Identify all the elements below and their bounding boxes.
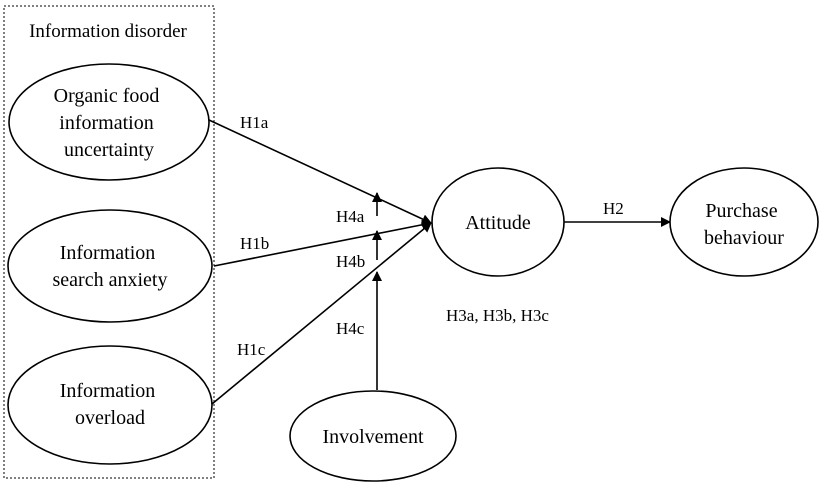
edge-label-h4c: H4c (336, 319, 365, 338)
edge-label-h1a: H1a (240, 113, 269, 132)
edge-label-h1b: H1b (240, 234, 269, 253)
svg-text:Purchase behaviour: Purchase behaviour (704, 200, 784, 249)
svg-text:Information overload: Information overload (60, 380, 161, 429)
edge-label-h4a: H4a (336, 207, 365, 226)
edge-h1b (213, 219, 432, 267)
svg-text:Involvement: Involvement (322, 426, 424, 448)
node-organic-food-information-uncertainty: Organic food information uncertainty (8, 63, 210, 181)
node-search-line-1: Information (60, 242, 156, 264)
edge-h1a (208, 119, 432, 224)
node-attitude-line-1: Attitude (465, 212, 531, 234)
node-overload-line-1: Information (60, 380, 156, 402)
edge-label-h1c: H1c (237, 340, 266, 359)
information-disorder-group (3, 5, 215, 479)
node-information-overload: Information overload (7, 345, 213, 465)
information-disorder-label: Information disorder (29, 21, 187, 42)
node-purchase-behaviour: Purchase behaviour (669, 167, 819, 277)
node-involvement: Involvement (289, 390, 457, 482)
edge-label-h2: H2 (603, 199, 624, 218)
svg-text:Attitude: Attitude (465, 212, 531, 234)
edge-label-h4b: H4b (336, 252, 365, 271)
node-organic-line-2: information (59, 112, 153, 134)
node-overload-line-2: overload (75, 407, 145, 429)
edge-h1c (211, 222, 432, 405)
node-purchase-line-2: behaviour (704, 227, 784, 249)
node-information-search-anxiety: Information search anxiety (7, 209, 213, 323)
node-organic-line-1: Organic food (54, 85, 160, 107)
node-involvement-line-1: Involvement (322, 426, 424, 448)
node-purchase-line-1: Purchase (705, 200, 777, 222)
node-organic-line-3: uncertainty (64, 139, 154, 161)
svg-text:Information search anxie: Information search anxiety (53, 242, 168, 291)
node-search-line-2: search anxiety (53, 269, 168, 291)
moderation-note-h3: H3a, H3b, H3c (446, 306, 549, 325)
node-attitude: Attitude (431, 167, 565, 277)
svg-text:Organic food information: Organic food information uncertainty (54, 85, 165, 161)
